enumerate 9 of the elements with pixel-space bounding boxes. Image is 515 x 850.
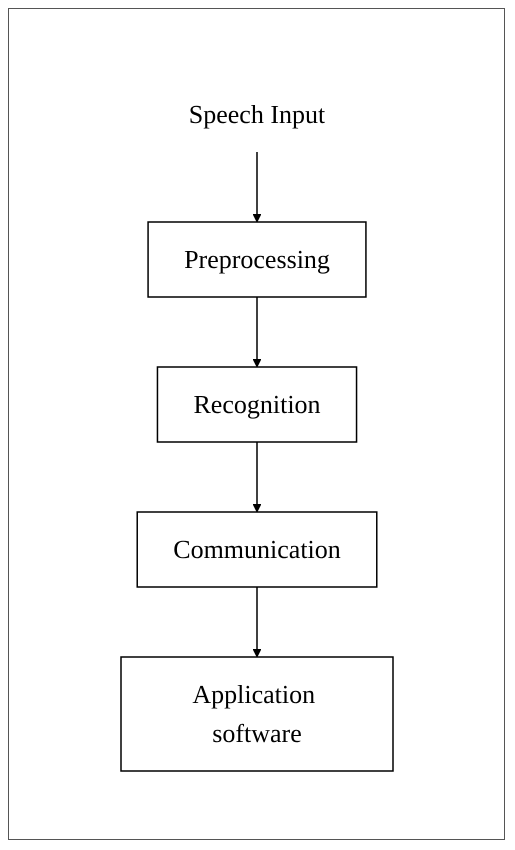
arrow	[252, 152, 261, 222]
arrow	[252, 297, 261, 368]
arrow	[252, 587, 261, 658]
arrow	[252, 442, 261, 512]
node-text: Speech Input	[188, 100, 325, 129]
node-box: Recognition	[156, 366, 357, 443]
node-box: Preprocessing	[146, 221, 366, 298]
node-box: Communication	[136, 511, 378, 588]
node-box: Application software	[120, 656, 394, 772]
